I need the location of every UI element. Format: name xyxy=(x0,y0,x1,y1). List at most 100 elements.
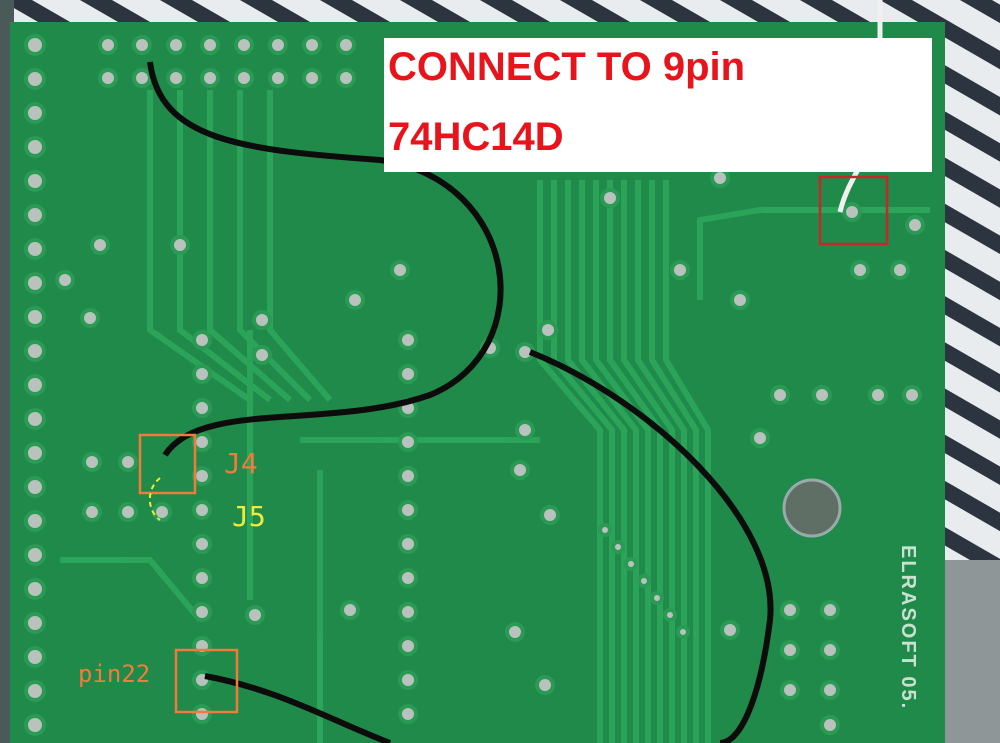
solder-pad xyxy=(234,68,254,88)
solder-pad xyxy=(192,432,212,452)
solder-pad xyxy=(234,35,254,55)
solder-pad xyxy=(192,636,212,656)
solder-pad xyxy=(118,502,138,522)
solder-pad xyxy=(398,636,418,656)
solder-pad xyxy=(245,605,265,625)
solder-pad xyxy=(598,523,612,537)
trace xyxy=(663,180,711,743)
j5-marker xyxy=(148,477,161,521)
solder-pad xyxy=(676,625,690,639)
solder-pad xyxy=(192,602,212,622)
solder-pad xyxy=(24,476,46,498)
solder-pad xyxy=(24,510,46,532)
solder-pad xyxy=(24,102,46,124)
trace xyxy=(635,180,687,743)
solder-pad xyxy=(192,534,212,554)
trace xyxy=(551,180,615,743)
solder-pad xyxy=(538,320,558,340)
solder-pad xyxy=(820,640,840,660)
solder-pad xyxy=(650,591,664,605)
solder-pad xyxy=(192,330,212,350)
solder-pad xyxy=(192,568,212,588)
solder-pad xyxy=(390,260,410,280)
solder-pad xyxy=(850,260,870,280)
solder-pad xyxy=(720,620,740,640)
solder-pad xyxy=(200,68,220,88)
solder-pad xyxy=(24,578,46,600)
solder-pad xyxy=(812,385,832,405)
solder-pad xyxy=(24,408,46,430)
solder-pad xyxy=(268,68,288,88)
solder-pad xyxy=(24,612,46,634)
solder-pad xyxy=(200,35,220,55)
trace xyxy=(565,180,627,743)
solder-pad xyxy=(398,704,418,724)
solder-pad xyxy=(890,260,910,280)
solder-pad xyxy=(24,68,46,90)
solder-pad xyxy=(730,290,750,310)
solder-pad xyxy=(192,466,212,486)
solder-pad xyxy=(24,170,46,192)
solder-pad xyxy=(820,680,840,700)
solder-pad xyxy=(398,500,418,520)
solder-pad xyxy=(24,340,46,362)
solder-pad xyxy=(398,432,418,452)
solder-pad xyxy=(192,500,212,520)
solder-pad xyxy=(82,502,102,522)
pin22-highlight-box xyxy=(174,648,239,714)
solder-pad xyxy=(192,398,212,418)
solder-pad xyxy=(166,68,186,88)
j5-label: J5 xyxy=(232,500,266,533)
solder-pad xyxy=(24,544,46,566)
solder-pad xyxy=(902,385,922,405)
solder-pad xyxy=(82,452,102,472)
solder-pad xyxy=(345,290,365,310)
solder-pad xyxy=(252,310,272,330)
solder-pad xyxy=(24,204,46,226)
74hc14d-highlight-box xyxy=(818,175,889,246)
solder-pad xyxy=(152,502,172,522)
solder-pad xyxy=(905,215,925,235)
solder-pad xyxy=(132,68,152,88)
solder-pad xyxy=(600,188,620,208)
trace xyxy=(267,90,333,402)
solder-pad xyxy=(535,675,555,695)
j4-label: J4 xyxy=(224,447,258,480)
solder-pad xyxy=(24,714,46,736)
solder-pad xyxy=(118,452,138,472)
silkscreen-text: ELRASOFT 05. xyxy=(897,545,919,711)
solder-pad xyxy=(24,306,46,328)
black-wire-3 xyxy=(204,673,392,743)
j4-highlight-box xyxy=(138,433,197,495)
solder-pad xyxy=(820,600,840,620)
solder-pad xyxy=(398,602,418,622)
solder-pad xyxy=(820,715,840,735)
solder-pad xyxy=(398,364,418,384)
solder-pad xyxy=(340,600,360,620)
solder-pad xyxy=(398,670,418,690)
solder-pad xyxy=(780,600,800,620)
solder-pad xyxy=(24,34,46,56)
copper-traces xyxy=(60,90,930,743)
solder-pad xyxy=(268,35,288,55)
black-wire-2 xyxy=(528,349,774,743)
trace xyxy=(177,90,272,403)
solder-pad xyxy=(24,374,46,396)
trace xyxy=(207,90,292,403)
solder-pad xyxy=(80,308,100,328)
solder-pad xyxy=(637,574,651,588)
annotation-line-2: 74HC14D xyxy=(388,115,564,159)
solder-pad xyxy=(302,35,322,55)
solder-pad xyxy=(24,238,46,260)
solder-pad xyxy=(24,272,46,294)
solder-pad xyxy=(663,608,677,622)
solder-pad xyxy=(770,385,790,405)
solder-pad xyxy=(24,136,46,158)
annotation-background xyxy=(384,38,932,172)
trace xyxy=(537,180,603,743)
trace xyxy=(607,180,663,743)
solder-pad xyxy=(336,35,356,55)
solder-pad xyxy=(670,260,690,280)
trace xyxy=(649,180,699,743)
solder-pad xyxy=(780,680,800,700)
